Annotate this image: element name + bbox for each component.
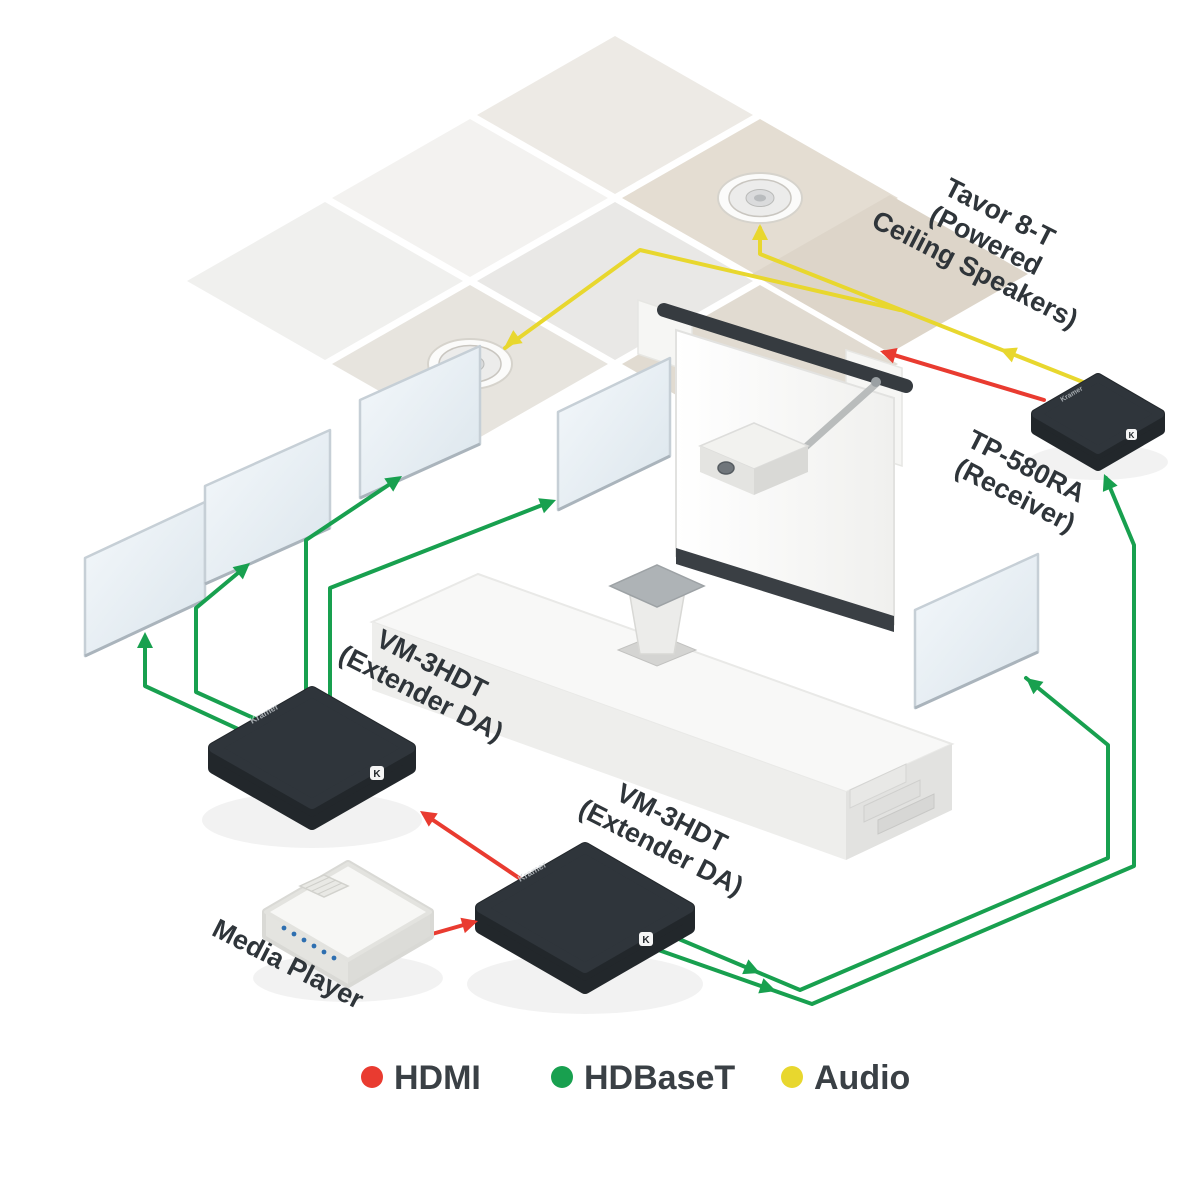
- legend-label-hdmi: HDMI: [394, 1059, 481, 1097]
- front-led: [331, 955, 337, 961]
- device-top: [476, 843, 694, 973]
- front-led: [281, 925, 287, 931]
- grille-slot: [311, 879, 337, 892]
- legend-label-audio: Audio: [814, 1059, 910, 1097]
- devices: Kramer K Kramer K Kramer K: [202, 373, 1168, 1014]
- kramer-logo-letter: K: [642, 935, 650, 946]
- hdmi-cable-tp580ra-projector: [882, 350, 1046, 402]
- table-front: [372, 622, 846, 860]
- legend-dot-hdmi: [361, 1066, 383, 1088]
- kramer-logo-letter: K: [1129, 431, 1135, 440]
- display-screen-5: [913, 552, 1040, 710]
- hdbaset-arrow-display1: [137, 632, 153, 648]
- vm-3hdt-left-device: Kramer K: [208, 686, 416, 830]
- vm-3hdt-center-device: Kramer K: [475, 842, 695, 994]
- legend-item-audio: Audio: [781, 1059, 910, 1097]
- grille-slot: [305, 876, 331, 889]
- display-screen-4-edge: [557, 454, 671, 512]
- table-step-3: [877, 793, 935, 835]
- projector-mount-plate: [871, 377, 881, 387]
- hdbaset-arrow-display2: [232, 563, 250, 580]
- table-step-1: [849, 763, 907, 809]
- legend-dot-audio: [781, 1066, 803, 1088]
- wall-displays: [83, 344, 1040, 710]
- cable-arrows: [137, 224, 1118, 994]
- kramer-logo: [370, 766, 384, 780]
- kramer-logo: [639, 932, 653, 946]
- device-top: [209, 687, 415, 809]
- hdmi-arrow-vm2: [460, 917, 478, 934]
- hdmi-arrow-projector: [880, 348, 898, 364]
- hdbaset-arrow-display4: [538, 498, 556, 514]
- ceiling-tile: [187, 202, 463, 360]
- screen-weight-bar: [676, 548, 894, 632]
- tp-580ra-device: Kramer K: [1031, 373, 1165, 471]
- kramer-logo: [1126, 429, 1137, 440]
- audio-cable-branch-speaker2: [503, 248, 902, 350]
- device-front-right: [348, 912, 430, 984]
- display-screen-1-edge: [84, 598, 206, 658]
- hdbaset-arrow-display3: [384, 476, 402, 492]
- display-screen-5-edge: [914, 650, 1039, 710]
- media-player-device: [262, 860, 434, 988]
- hdmi-cable-vm2-vm1: [422, 812, 530, 886]
- kramer-logo-letter: K: [373, 769, 381, 780]
- hdbaset-arrow-tp580ra: [1102, 474, 1118, 492]
- hdbaset-cable-vm1-display2: [194, 566, 282, 732]
- projector-mount-pole: [796, 380, 880, 456]
- ceiling-speaker-1: [717, 172, 803, 224]
- ceiling-tile: [332, 119, 608, 277]
- hdbaset-arrow-mid-2: [758, 978, 776, 994]
- legend-item-hdmi: HDMI: [361, 1059, 481, 1097]
- lectern: [608, 564, 706, 667]
- cables: [143, 226, 1136, 1006]
- hdbaset-cable-vm1-display3: [304, 478, 398, 718]
- hdbaset-cable-vm2-tp580ra: [628, 476, 1136, 1006]
- front-led: [311, 943, 317, 949]
- front-led: [291, 931, 297, 937]
- conference-table: [369, 572, 955, 860]
- audio-arrow-mid: [1000, 347, 1018, 363]
- front-led: [301, 937, 307, 943]
- speaker-dustcap: [754, 194, 766, 202]
- device-front-left: [266, 912, 348, 984]
- hdbaset-arrow-mid-1: [742, 959, 760, 975]
- legend-label-hdbaset: HDBaseT: [584, 1059, 735, 1097]
- legend-dot-hdbaset: [551, 1066, 573, 1088]
- display-screen-2: [203, 428, 332, 586]
- ceiling-tile: [752, 195, 1028, 353]
- ceiling-tile: [477, 36, 753, 194]
- lectern-top: [608, 564, 706, 608]
- hdmi-arrow-vm1: [420, 811, 438, 827]
- hdbaset-arrow-display5: [1026, 678, 1044, 695]
- hdbaset-cable-vm1-display4: [328, 500, 552, 708]
- hdbaset-cable-vm1-display1: [143, 636, 264, 742]
- table-step-2: [863, 779, 921, 823]
- projector-front-right: [754, 446, 808, 495]
- screen-top-bar: [657, 303, 913, 393]
- audio-arrow-speaker1: [752, 224, 768, 240]
- projector-lens: [717, 461, 735, 475]
- projector: [698, 377, 881, 495]
- legend-item-hdbaset: HDBaseT: [551, 1059, 735, 1097]
- front-led: [321, 949, 327, 955]
- audio-arrow-speaker2: [505, 330, 523, 346]
- legend: HDMI HDBaseT Audio: [361, 1059, 910, 1097]
- grille-slot: [317, 882, 343, 895]
